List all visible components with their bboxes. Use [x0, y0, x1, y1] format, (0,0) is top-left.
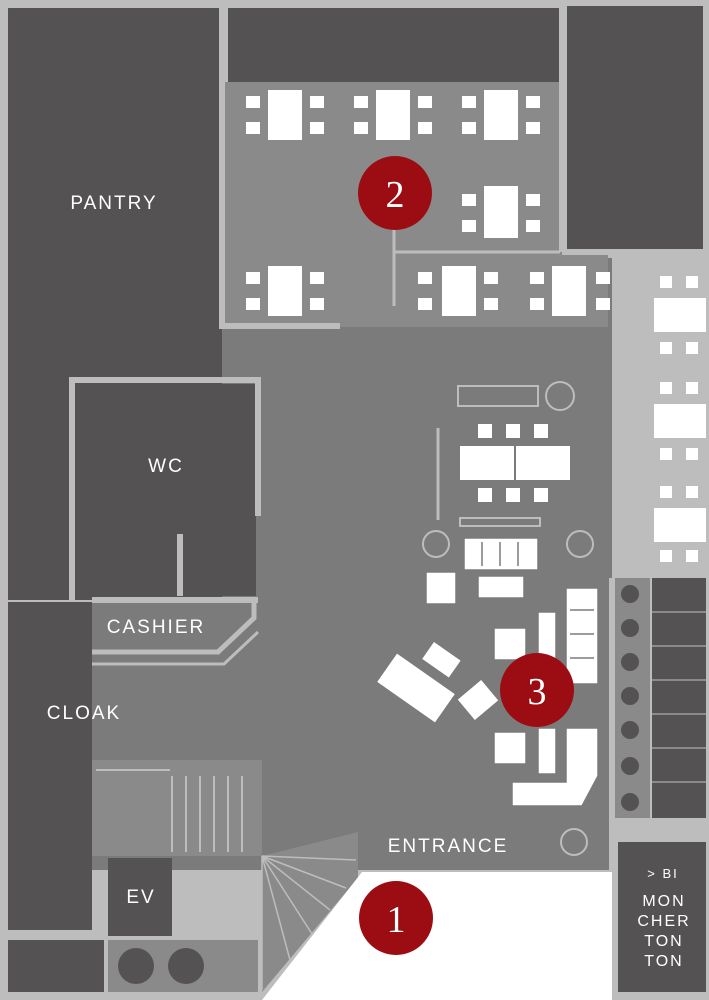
bi-room	[618, 842, 706, 992]
right-wall-tables	[654, 276, 706, 562]
cloak-room	[8, 602, 92, 930]
bi-label-line-3: TON	[644, 933, 683, 950]
pantry-label: PANTRY	[70, 193, 157, 214]
wc-room	[76, 384, 256, 596]
interior-walls	[69, 6, 706, 872]
bi-small-label: > BI	[647, 866, 679, 881]
marker-2-number: 2	[386, 174, 405, 216]
room-top-center	[228, 8, 561, 82]
planter-pot-2	[168, 948, 204, 984]
wc-label: WC	[148, 456, 184, 477]
spiral-stair	[262, 832, 358, 992]
bi-label-line-1: MON	[642, 893, 685, 910]
ev-label: EV	[126, 887, 155, 908]
room-top-right	[567, 6, 703, 251]
cashier-counter-inner	[92, 630, 260, 666]
right-booth-dividers	[652, 611, 706, 783]
dining-tables	[246, 90, 610, 316]
marker-1[interactable]: 1	[359, 881, 433, 955]
bottom-left-room	[8, 940, 104, 992]
marker-3[interactable]: 3	[500, 653, 574, 727]
spiral-stair-lines	[261, 855, 357, 990]
right-booth-panel	[652, 578, 706, 818]
center-long-table	[460, 424, 570, 502]
stair-landing	[92, 760, 262, 856]
stair-steps	[96, 769, 243, 852]
bi-label-line-4: TON	[644, 953, 683, 970]
center-lounge	[422, 381, 594, 856]
partition-lines	[392, 228, 560, 520]
cashier-counter	[92, 602, 257, 655]
bi-label-line-2: CHER	[637, 913, 690, 930]
marker-3-number: 3	[528, 671, 547, 713]
marker-1-number: 1	[387, 899, 406, 941]
ev-room	[108, 858, 172, 936]
plant-pots	[621, 585, 639, 811]
lounge-sofas	[375, 537, 599, 807]
planter-pot-1	[118, 948, 154, 984]
entrance-opening	[262, 872, 612, 1000]
cloak-label: CLOAK	[47, 703, 121, 724]
marker-2[interactable]: 2	[358, 156, 432, 230]
cashier-label: CASHIER	[107, 617, 205, 638]
entrance-label: ENTRANCE	[388, 836, 509, 857]
